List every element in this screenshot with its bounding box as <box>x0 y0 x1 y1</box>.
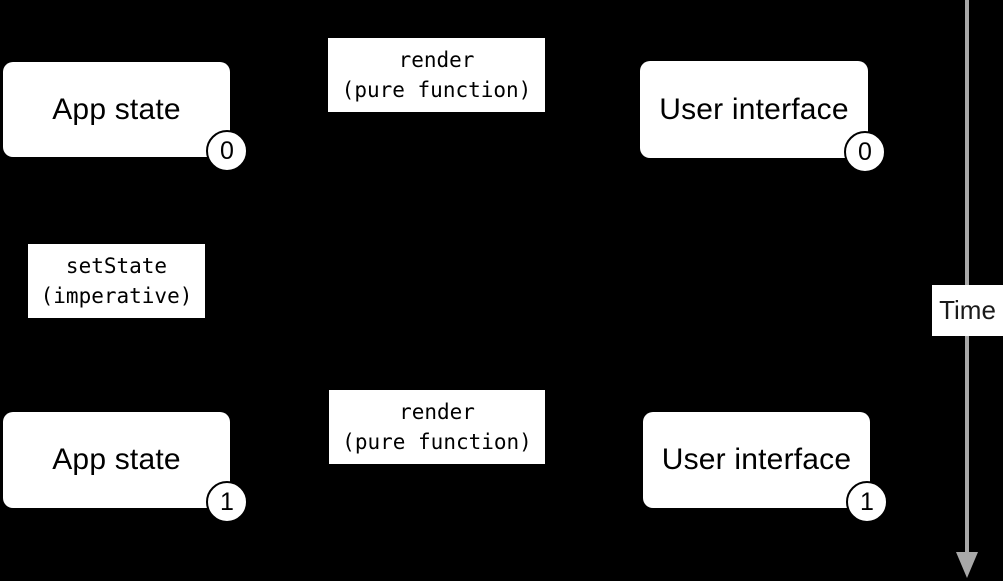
time-axis-line <box>965 0 969 556</box>
time-arrowhead-icon <box>956 552 978 578</box>
render-top-node: render (pure function) <box>328 38 545 112</box>
render-top-title: render <box>398 48 475 72</box>
time-axis-label-box: Time <box>932 285 1003 336</box>
set-state-title: setState <box>65 254 168 278</box>
time-axis-label: Time <box>939 295 996 325</box>
user-interface-0-node: User interface 0 <box>640 61 886 173</box>
user-interface-1-version-badge: 1 <box>846 481 888 523</box>
app-state-0-version-badge: 0 <box>206 130 248 172</box>
render-bottom-title: render <box>399 400 475 424</box>
app-state-0-node: App state 0 <box>3 62 248 172</box>
app-state-1-node: App state 1 <box>3 412 248 523</box>
set-state-node: setState (imperative) <box>28 244 205 318</box>
app-state-0-label: App state <box>52 92 181 126</box>
render-top-subtitle: (pure function) <box>341 78 532 102</box>
user-interface-0-version-badge: 0 <box>844 131 886 173</box>
render-bottom-subtitle: (pure function) <box>342 430 532 454</box>
render-bottom-node: render (pure function) <box>329 390 545 464</box>
app-state-1-version-badge: 1 <box>206 481 248 523</box>
user-interface-1-label: User interface <box>661 443 852 476</box>
app-state-1-label: App state <box>52 443 181 476</box>
set-state-subtitle: (imperative) <box>40 284 193 308</box>
user-interface-0-label: User interface <box>659 92 849 126</box>
user-interface-1-node: User interface 1 <box>643 412 888 523</box>
